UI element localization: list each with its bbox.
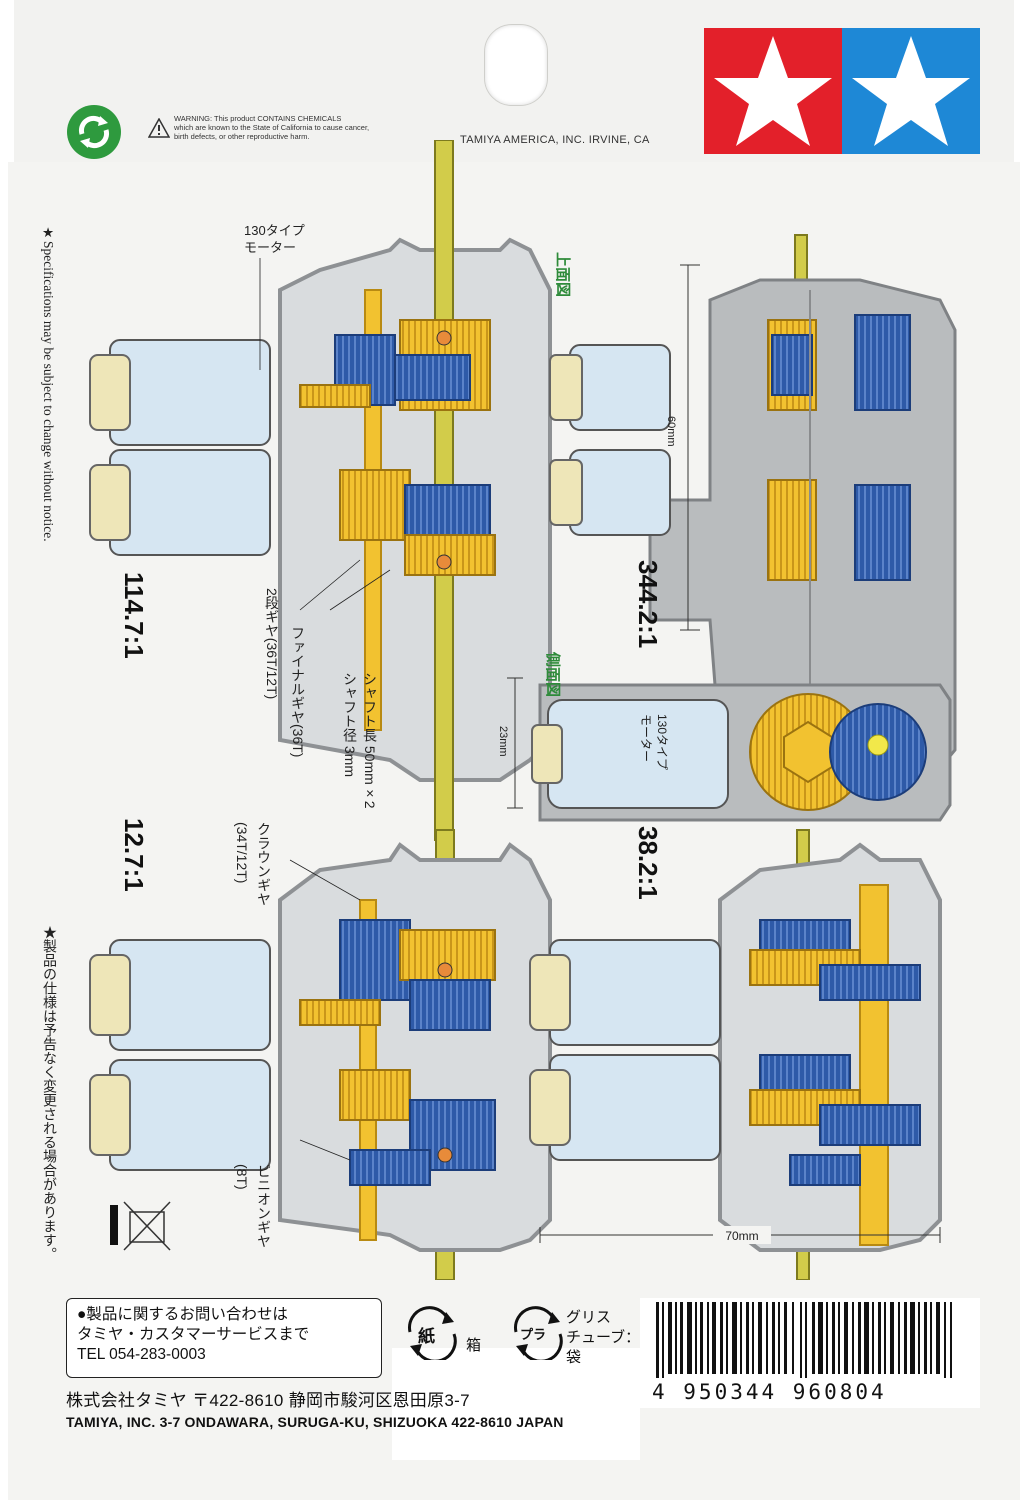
plastic-recycle-icon xyxy=(514,1306,563,1360)
ratio-344: 344.2:1 xyxy=(633,560,663,649)
motor-upper xyxy=(109,339,271,446)
hang-hole xyxy=(484,24,548,106)
spec-note-jp: ★製品の仕様は予告なく変更される場合があります。 xyxy=(42,925,58,1261)
callout-pinion-gear-2: (8T) xyxy=(234,1164,250,1190)
tube-label: チューブ：PE xyxy=(566,1329,661,1346)
gearbox-bottom-right xyxy=(529,829,942,1280)
paper-recycle-icon xyxy=(408,1306,457,1360)
dim-23mm: 23mm xyxy=(497,726,509,757)
warning-line: WARNING: This product CONTAINS CHEMICALS xyxy=(174,114,342,123)
barcode-bars xyxy=(656,1302,952,1382)
gearbox-top-right xyxy=(549,234,957,796)
dim-60mm: 60mm xyxy=(665,416,677,447)
tamiya-star-logo xyxy=(704,28,980,154)
gearbox-diagrams: 130タイプ モーター 上面図 60mm xyxy=(89,140,957,1280)
address-en: TAMIYA, INC. 3-7 ONDAWARA, SURUGA-KU, SH… xyxy=(66,1414,564,1430)
motor-label-side-1: 130タイプ xyxy=(655,714,669,770)
top-view-label: 上面図 xyxy=(554,252,571,297)
callout-crown-gear-2: (34T/12T) xyxy=(234,822,250,884)
gearbox-top-left xyxy=(89,140,552,841)
callout-shaft-diameter: シャフト径 3mm xyxy=(342,672,358,777)
barcode-number: 4 950344 960804 xyxy=(650,1380,889,1404)
box-label: 箱 xyxy=(466,1337,482,1354)
contact-phone: TEL 054-283-0003 xyxy=(77,1346,206,1363)
dim-70mm: 70mm xyxy=(725,1229,758,1243)
bag-label: 袋 xyxy=(566,1349,582,1366)
ratio-12: 12.7:1 xyxy=(119,818,149,892)
callout-final-gear: ファイナルギヤ(36T) xyxy=(290,626,306,758)
contact-box: ●製品に関するお問い合わせは タミヤ・カスタマーサービスまで TEL 054-2… xyxy=(66,1298,382,1378)
crossed-bin-icon xyxy=(110,1201,171,1251)
distributor-text: TAMIYA AMERICA, INC. IRVINE, CA xyxy=(460,134,650,146)
grease-label: グリス xyxy=(566,1309,612,1326)
ratio-114: 114.7:1 xyxy=(119,572,149,659)
warning-line: birth defects, or other reproductive har… xyxy=(174,132,310,141)
gearbox-side-view xyxy=(531,683,952,822)
address-jp: 株式会社タミヤ 〒422-8610 静岡市駿河区恩田原3-7 xyxy=(66,1391,470,1410)
callout-shaft-length: シャフト長 50mm×2 xyxy=(362,672,378,809)
callout-crown-gear-1: クラウンギヤ xyxy=(256,822,272,906)
ratio-38: 38.2:1 xyxy=(633,826,663,900)
recycle-icon xyxy=(67,105,121,159)
warning-triangle-icon xyxy=(148,118,170,138)
motor-label-side-2: モーター xyxy=(639,714,653,762)
spec-note-en: ★Specifications may be subject to change… xyxy=(41,225,56,542)
callout-two-stage-gear: 2段ギヤ(36T/12T) xyxy=(264,588,280,700)
motor-label-tl-2: モーター xyxy=(244,240,296,255)
motor-lower xyxy=(109,449,271,556)
gearbox-bottom-left xyxy=(89,829,552,1280)
contact-line: ●製品に関するお問い合わせは xyxy=(77,1306,288,1323)
paper-symbol: 紙 xyxy=(418,1327,435,1346)
warning-line: which are known to the State of Californ… xyxy=(174,123,370,132)
recycling-panel xyxy=(392,1348,640,1460)
plastic-symbol: プラ xyxy=(520,1327,547,1342)
side-view-label: 側面図 xyxy=(544,651,562,697)
contact-line: タミヤ・カスタマーサービスまで xyxy=(77,1326,310,1343)
motor-label-tl-1: 130タイプ xyxy=(244,223,305,238)
prop65-warning: WARNING: This product CONTAINS CHEMICALS… xyxy=(174,114,454,141)
callout-pinion-gear-1: ピニオンギヤ xyxy=(256,1164,272,1248)
